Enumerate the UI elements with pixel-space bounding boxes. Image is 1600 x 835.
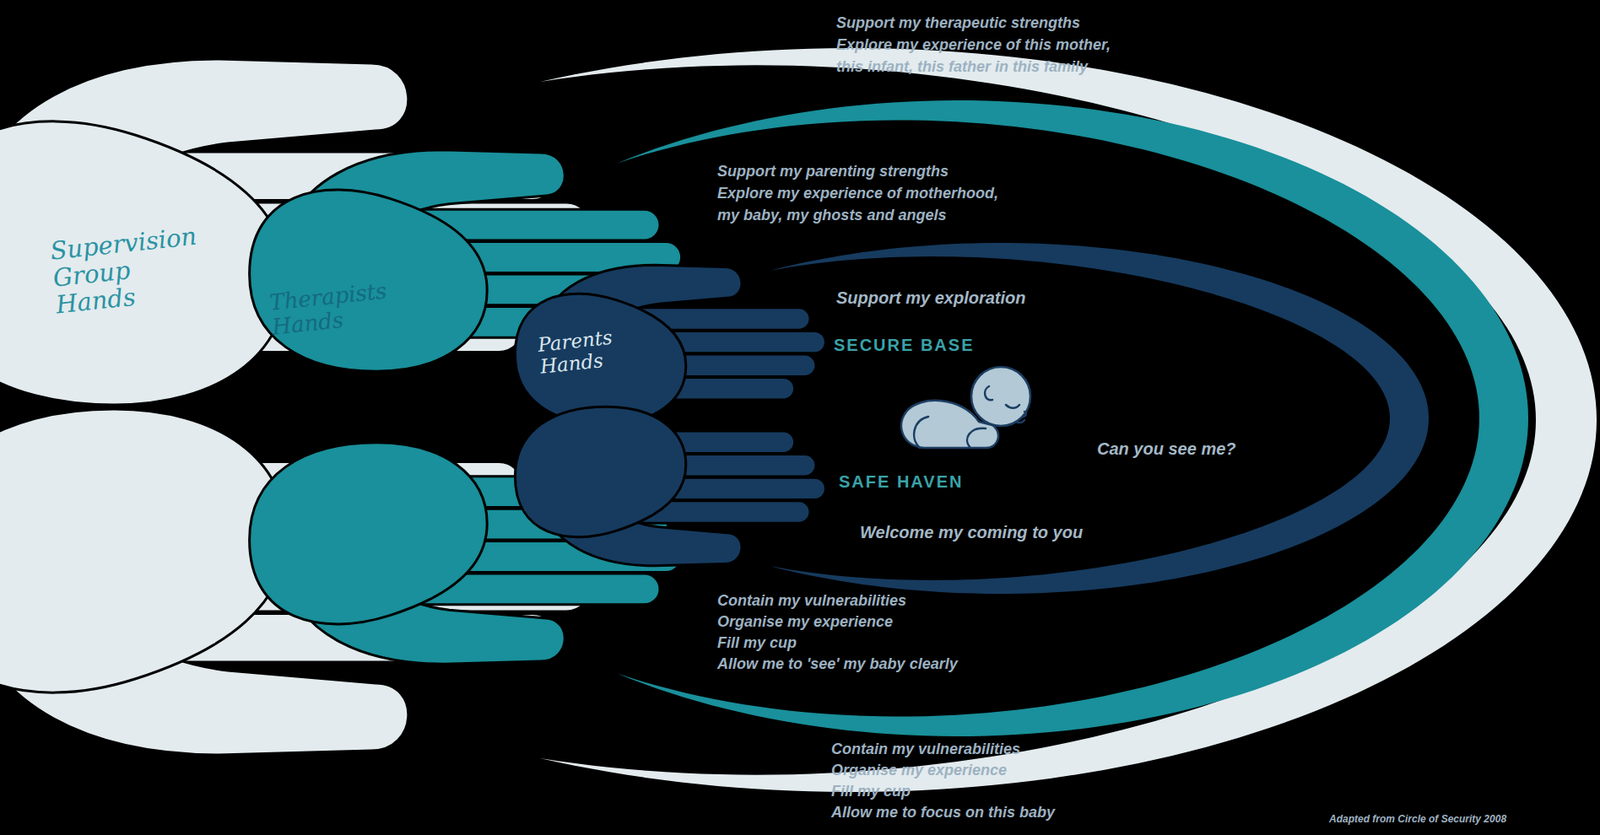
hand-palm: [0, 409, 287, 693]
band-arc: [540, 48, 1597, 793]
statement: Support my exploration: [836, 286, 1141, 309]
statement: Support my therapeutic strengths: [836, 11, 1174, 34]
base-label: SECURE BASE: [833, 334, 1054, 357]
baby-caption: Can you see me?: [1097, 437, 1317, 460]
statement: Allow me to 'see' my baby clearly: [717, 654, 1055, 676]
baby-nose: [1022, 411, 1027, 417]
therapist-band: Can you see me?Parents HandsSupport my e…: [244, 100, 1536, 737]
statement: Welcome my coming to you: [859, 521, 1181, 544]
hand-shape: [514, 406, 826, 567]
band-arc: [617, 100, 1529, 737]
statement: Contain my vulnerabilities: [717, 590, 1055, 612]
node-outline: [895, 367, 1031, 449]
parent-band: Can you see me?Parents HandsSupport my e…: [506, 243, 1430, 595]
statement: Explore my experience of this mother, th…: [836, 33, 1128, 78]
baby-mouth: [1016, 420, 1025, 423]
statement: Support my parenting strengths: [717, 160, 1055, 183]
hand-palm: [514, 293, 686, 425]
base-label: SAFE HAVEN: [838, 470, 1059, 493]
statement: Fill my cup: [831, 781, 1169, 803]
hand-palm: [249, 189, 488, 372]
hand-palm: [0, 121, 287, 406]
statement: Allow me to focus on this baby: [831, 802, 1169, 824]
baby-ear: [984, 386, 993, 400]
statement: Contain my vulnerabilities: [831, 739, 1169, 761]
statement: Explore my experience of motherhood, my …: [717, 182, 1009, 227]
statement: Organise my experience: [717, 611, 1055, 633]
hand-palm: [514, 406, 686, 538]
baby-figure: Can you see me?: [895, 367, 1031, 449]
baby-head: [971, 367, 1031, 427]
baby-eye: [1005, 405, 1020, 409]
statement: Organise my experience: [831, 760, 1169, 782]
hand-palm: [249, 443, 488, 625]
baby-arm: [967, 428, 986, 449]
statement: Fill my cup: [717, 632, 1055, 655]
band-arc: [770, 243, 1429, 595]
hand-shape: [514, 264, 826, 425]
baby-leg: [913, 416, 929, 449]
credit-note: Adapted from Circle of Security 2008: [1329, 812, 1600, 827]
